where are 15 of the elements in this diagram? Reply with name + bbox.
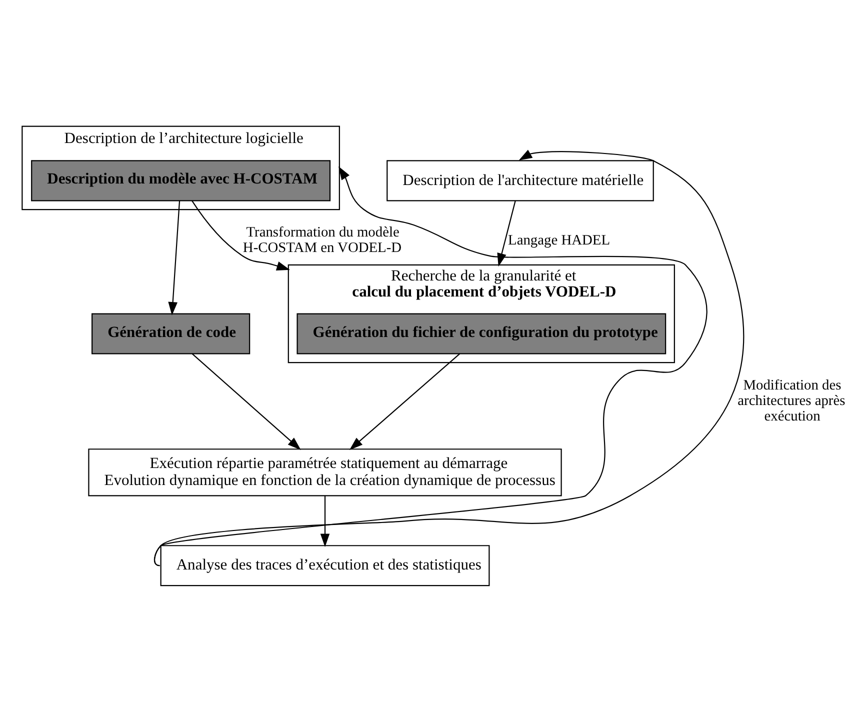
node-box: Analyse des traces d’exécution et des statistiques bbox=[160, 544, 490, 586]
node-box: Description du modèle avec H-COSTAM bbox=[31, 160, 331, 201]
arrow bbox=[497, 200, 516, 266]
arrow bbox=[192, 352, 301, 450]
arrow bbox=[168, 200, 180, 315]
node-box: Description de l'architecture matérielle bbox=[386, 160, 654, 201]
edge-label: Transformation du modèle H-COSTAM en VODEL-D bbox=[242, 224, 402, 256]
arrow bbox=[320, 496, 330, 547]
edge-label: Langage HADEL bbox=[508, 232, 610, 248]
edge-label: Modification des architectures après exécution bbox=[738, 377, 846, 424]
arrow bbox=[192, 200, 290, 270]
node-box: Génération de code bbox=[92, 312, 250, 354]
node-box: Génération du fichier de configuration du prototype bbox=[296, 312, 666, 354]
arrow bbox=[349, 352, 460, 450]
node-box: Exécution répartie paramétrée statiquement au démarrage Evolution dynamique en fonction de la création dynamique de processus bbox=[88, 448, 562, 496]
